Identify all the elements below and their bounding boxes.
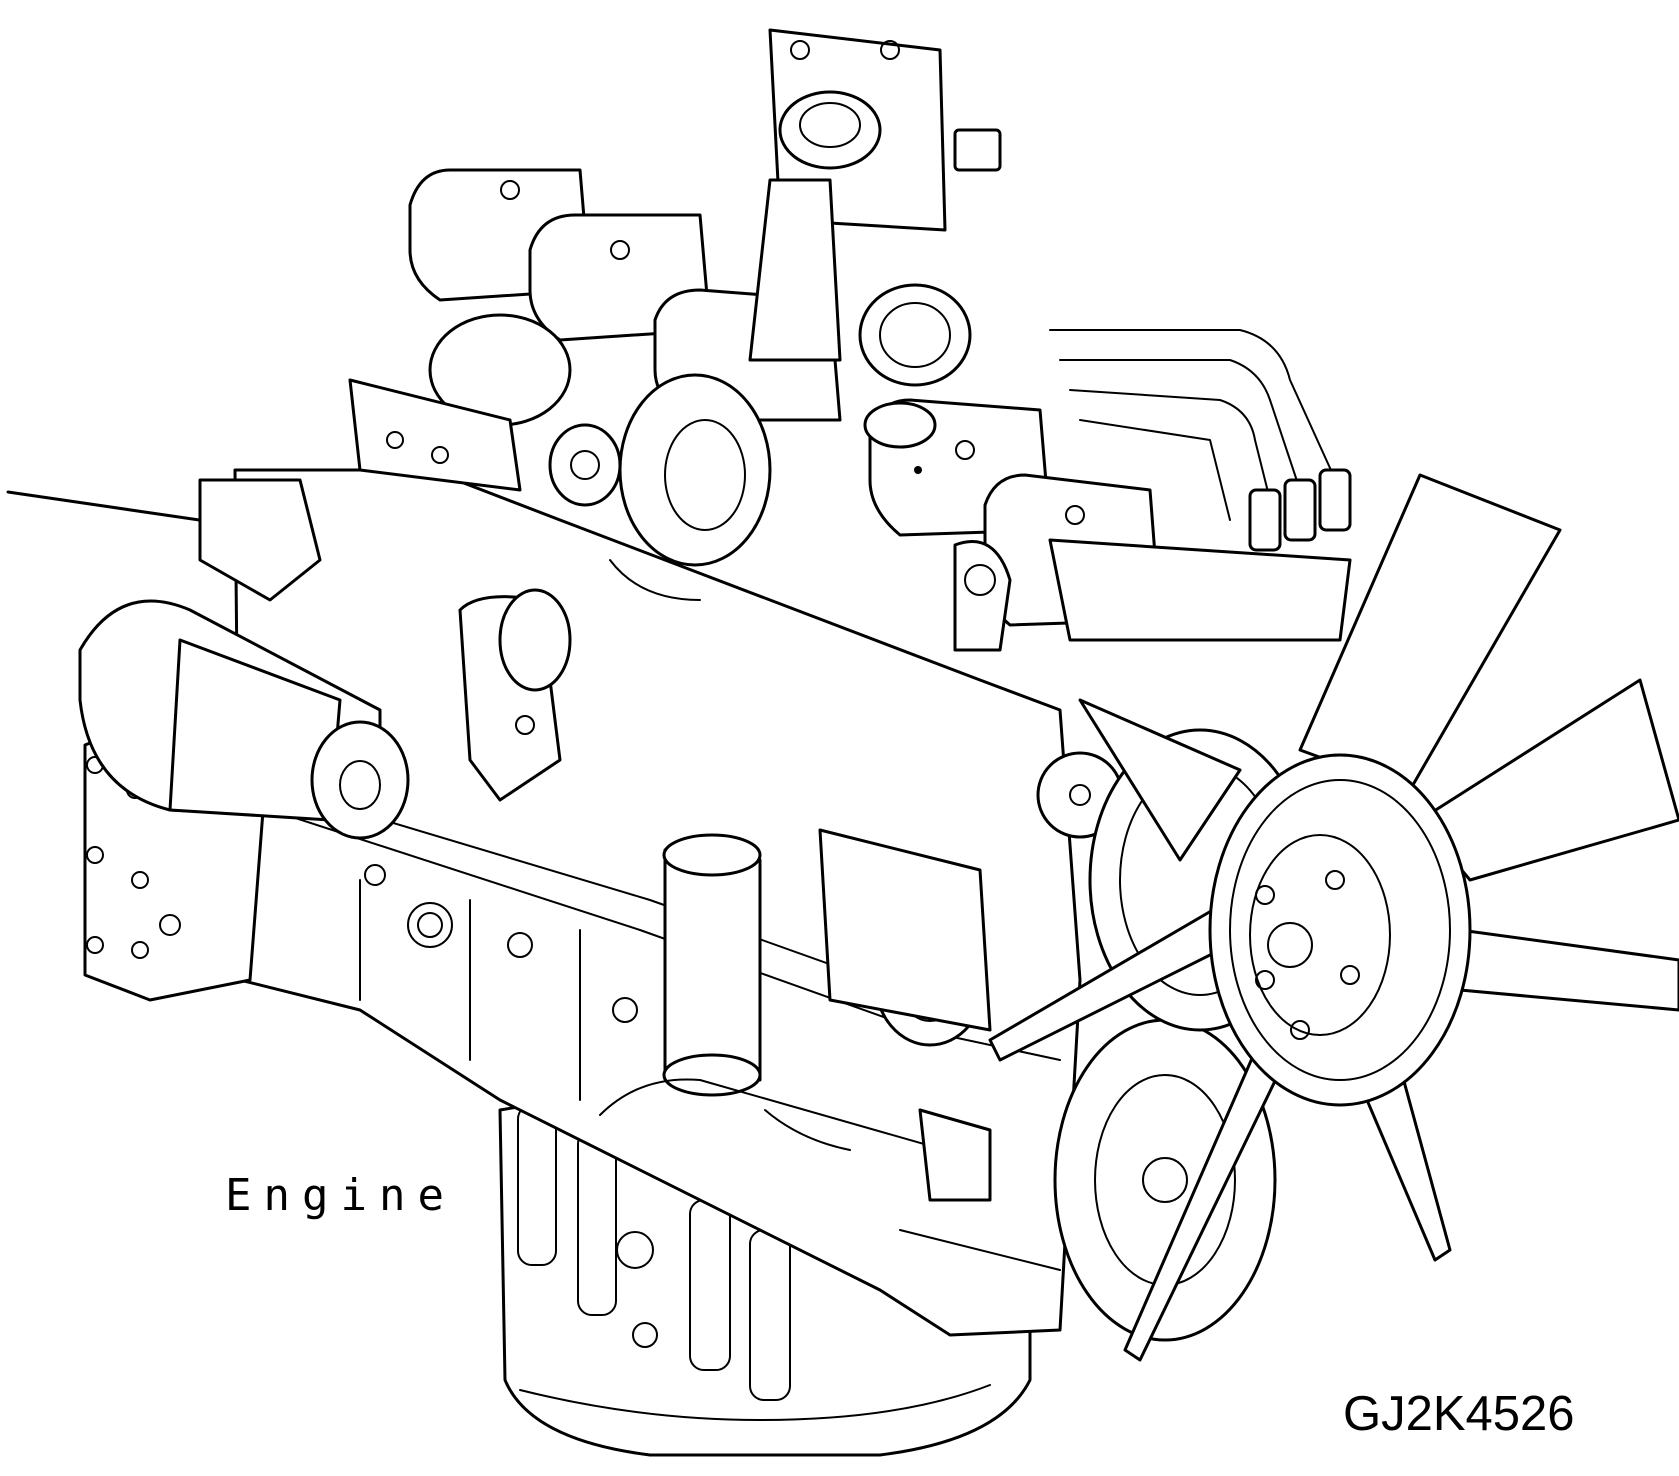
fuel-injection-lines: [1048, 329, 1352, 642]
intake-pipe: [458, 588, 572, 802]
cooling-fan: [988, 473, 1679, 1362]
engine-callout-label: Engine: [225, 1170, 456, 1221]
figure-code: GJ2K4526: [1343, 1387, 1575, 1441]
oil-filler-housing: [748, 28, 1002, 362]
lifting-brackets: [348, 378, 1012, 652]
oil-filter: [662, 833, 762, 1097]
starter-motor: [78, 599, 410, 840]
turbocharger: [428, 283, 972, 567]
hoses: [599, 559, 992, 1202]
